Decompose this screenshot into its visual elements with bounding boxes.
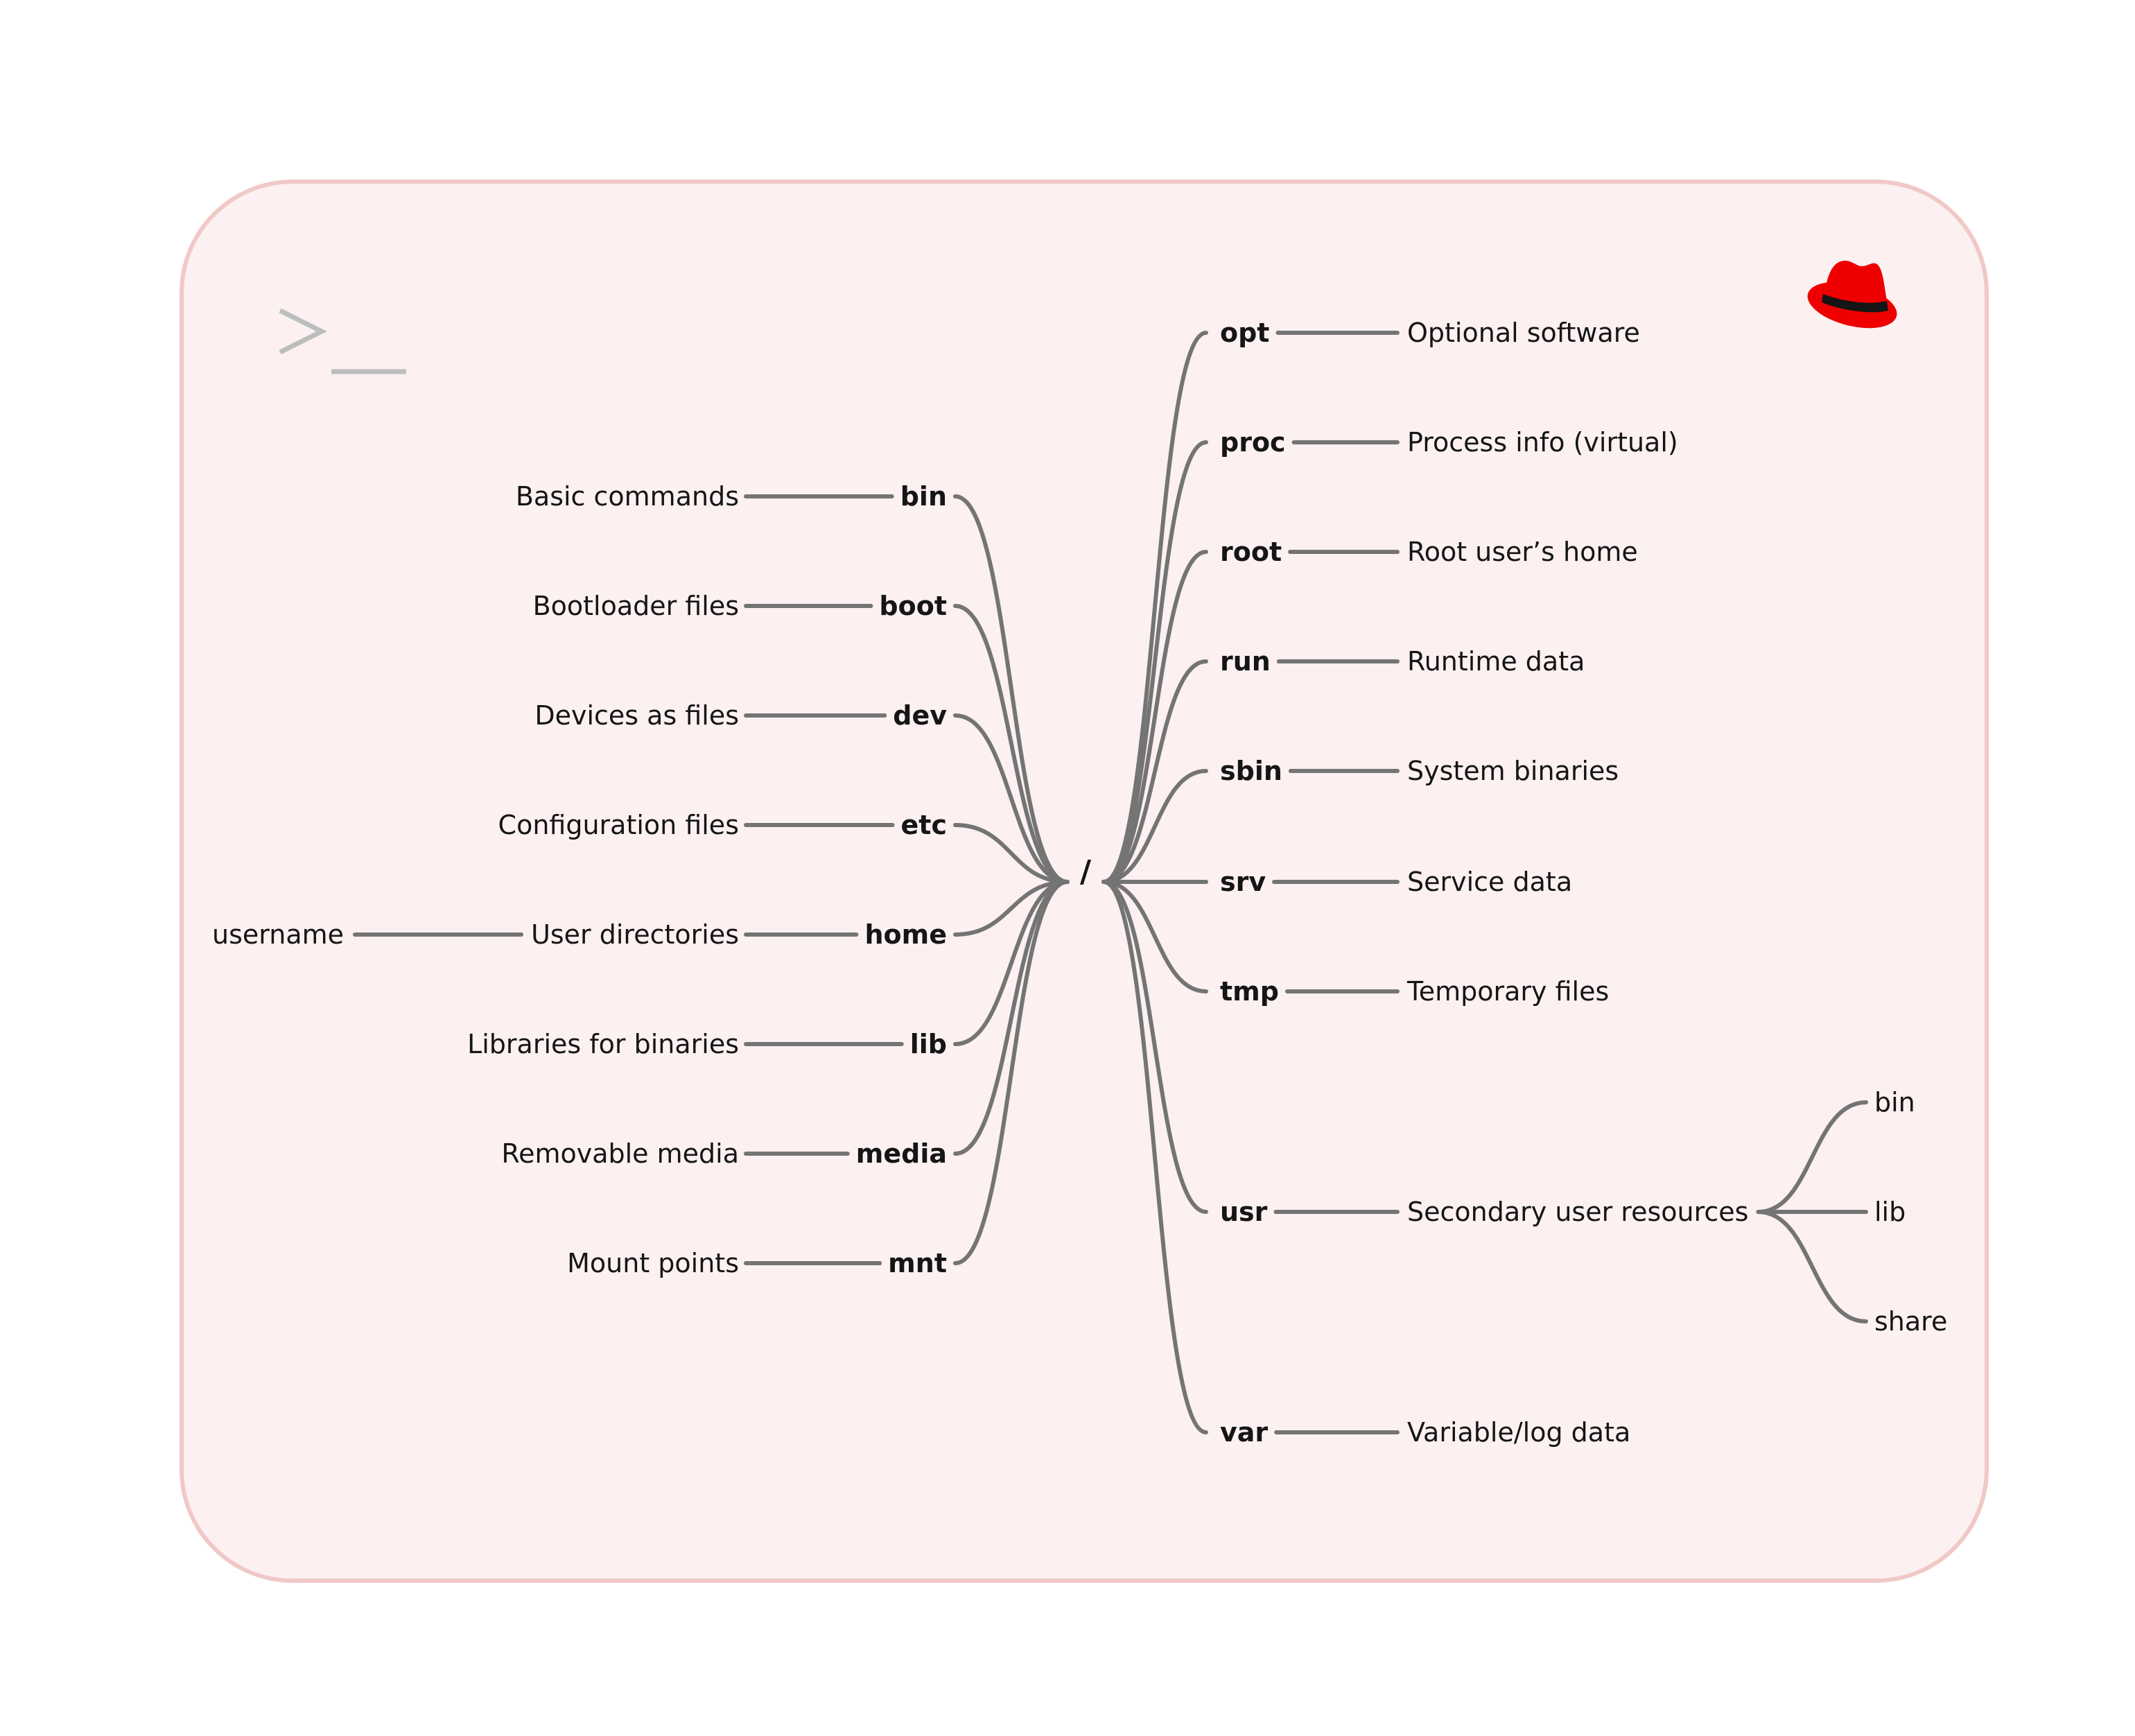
dir-label-boot: boot — [879, 591, 947, 621]
labels-layer: bin Basic commands boot Bootloader files dev… — [212, 318, 1947, 1448]
desc-label-media: Removable media — [501, 1138, 739, 1169]
root-dir-label: / — [1080, 854, 1092, 889]
child-label-share: share — [1874, 1306, 1947, 1337]
dir-label-etc: etc — [901, 810, 947, 840]
desc-label-root: Root user’s home — [1407, 537, 1638, 567]
edge-root-tmp — [1101, 880, 1208, 993]
dir-label-tmp: tmp — [1220, 976, 1279, 1007]
edge-root-var — [1101, 880, 1208, 1434]
desc-label-tmp: Temporary files — [1406, 976, 1609, 1007]
edge-usr-share — [1756, 1210, 1868, 1323]
dir-label-srv: srv — [1220, 867, 1266, 897]
edge-root-opt — [1101, 331, 1208, 884]
edge-root-lib — [953, 880, 1070, 1046]
edge-root-media — [953, 880, 1070, 1156]
desc-label-run: Runtime data — [1407, 646, 1585, 677]
dir-label-run: run — [1220, 646, 1271, 677]
edge-root-mnt — [953, 880, 1070, 1265]
desc-label-usr: Secondary user resources — [1407, 1197, 1748, 1227]
child-label-lib: lib — [1874, 1197, 1906, 1227]
dir-label-root: root — [1220, 537, 1282, 567]
desc-label-mnt: Mount points — [567, 1248, 739, 1278]
edge-root-run — [1101, 659, 1208, 884]
diagram-card — [180, 180, 1989, 1583]
edge-root-sbin — [1101, 769, 1208, 884]
child-label-username: username — [212, 919, 344, 950]
edge-root-etc — [953, 823, 1070, 884]
desc-label-opt: Optional software — [1407, 318, 1640, 348]
dir-label-lib: lib — [910, 1029, 947, 1059]
dir-label-usr: usr — [1220, 1197, 1268, 1227]
desc-label-lib: Libraries for binaries — [467, 1029, 739, 1059]
desc-label-etc: Configuration files — [498, 810, 739, 840]
desc-label-bin: Basic commands — [516, 481, 739, 512]
desc-label-boot: Bootloader files — [533, 591, 739, 621]
edge-root-proc — [1101, 440, 1208, 884]
edge-root-home — [953, 880, 1070, 937]
desc-label-proc: Process info (virtual) — [1407, 427, 1678, 458]
dir-label-opt: opt — [1220, 318, 1269, 348]
edge-root-usr — [1101, 880, 1208, 1214]
edge-root-root — [1101, 550, 1208, 884]
desc-label-home: User directories — [531, 919, 739, 950]
dir-label-bin: bin — [900, 481, 947, 512]
dir-label-var: var — [1220, 1417, 1268, 1448]
desc-label-sbin: System binaries — [1407, 756, 1619, 786]
desc-label-srv: Service data — [1407, 867, 1572, 897]
dir-label-media: media — [856, 1138, 947, 1169]
dir-label-dev: dev — [893, 700, 947, 731]
desc-label-var: Variable/log data — [1407, 1417, 1630, 1448]
red-hat-logo-icon — [1807, 261, 1897, 329]
dir-label-proc: proc — [1220, 427, 1286, 458]
edge-root-boot — [953, 604, 1070, 884]
child-label-bin: bin — [1874, 1087, 1915, 1118]
desc-label-dev: Devices as files — [534, 700, 739, 731]
terminal-prompt-icon — [279, 308, 406, 374]
dir-label-mnt: mnt — [888, 1248, 947, 1278]
edge-root-bin — [953, 494, 1070, 884]
edge-root-dev — [953, 713, 1070, 884]
edge-usr-bin — [1756, 1100, 1868, 1214]
dir-label-home: home — [864, 919, 947, 950]
dir-label-sbin: sbin — [1220, 756, 1282, 786]
edges-layer — [353, 331, 1868, 1434]
